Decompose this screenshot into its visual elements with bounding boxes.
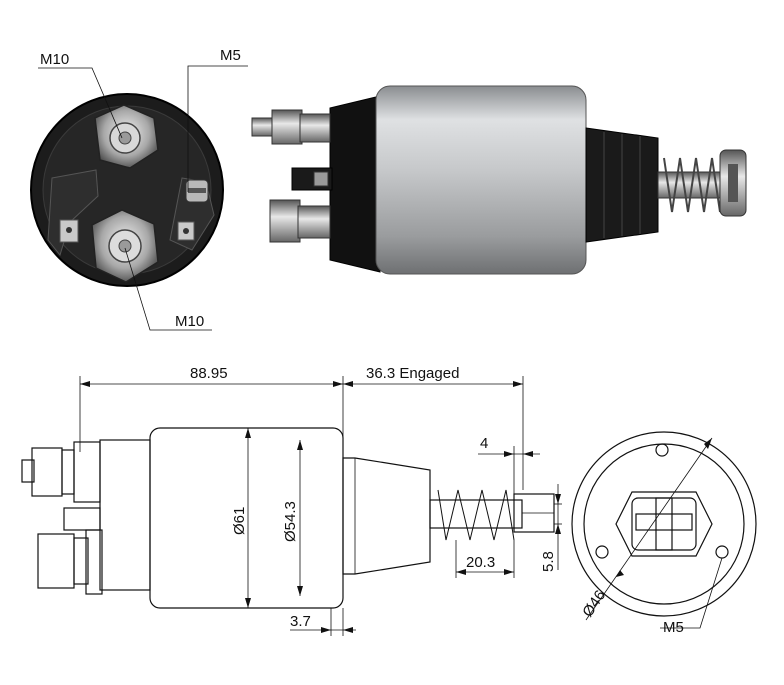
dim-61-arrow-bottom — [245, 598, 251, 608]
dim-3-7-arrow-left — [321, 627, 331, 633]
middle-small-terminal-tip — [313, 171, 329, 187]
label-dim-20: 20.3 — [466, 554, 495, 571]
label-dim-5-8: 5.8 — [540, 551, 557, 572]
drawing-plunger-spring — [437, 489, 515, 541]
dim-5-8-arrow-bottom — [555, 524, 561, 534]
mount-hole-top — [655, 443, 669, 457]
label-dim-3-7: 3.7 — [290, 613, 311, 630]
dim-54-arrow-bottom — [297, 586, 303, 596]
label-dim-36: 36.3 Engaged — [366, 365, 459, 382]
label-dim-4: 4 — [480, 435, 488, 452]
spade-hole-left — [66, 227, 72, 233]
drawing-upper-base — [73, 441, 101, 503]
lower-bolt-nut-2 — [297, 205, 331, 239]
drawing-upper-bolt-stud — [21, 459, 35, 483]
end-drawing-boss — [631, 497, 697, 551]
end-drawing-outer-circle — [571, 431, 757, 617]
side-view-photo — [251, 85, 747, 275]
drawing-upper-washer — [61, 449, 75, 495]
dim-46-arrow-top — [704, 438, 712, 449]
dim-61-arrow-top — [245, 428, 251, 438]
end-drawing-cross-horizontal — [635, 513, 693, 531]
plunger-eye-slot — [728, 164, 738, 202]
mount-hole-left — [595, 545, 609, 559]
drawing-middle-terminal — [63, 507, 101, 531]
leader-lower-m10 — [124, 247, 212, 331]
drawing-boot — [342, 457, 431, 575]
dim-3-7-arrow-right — [343, 627, 353, 633]
solenoid-can — [375, 85, 587, 275]
dim-5-8-arrow-top — [555, 494, 561, 504]
leader-m5-top — [187, 65, 248, 192]
dim-88-arrow-left — [80, 381, 90, 387]
dim-4-arrow-left — [504, 451, 514, 457]
drawing-upper-bolt-nut — [31, 447, 63, 497]
label-lower-m10: M10 — [175, 313, 204, 330]
lower-m10-stud-center — [118, 239, 132, 253]
end-drawing: Ø46 M5 — [571, 431, 757, 636]
drawing-terminal-cap — [99, 439, 151, 591]
dim-20-arrow-left — [456, 569, 466, 575]
m5-screw-slot — [188, 188, 206, 193]
drawing-plunger-rod — [429, 499, 523, 529]
label-m5-bottom: M5 — [663, 619, 684, 636]
dim-46-arrow-bottom — [616, 570, 624, 577]
plunger-spring — [663, 157, 721, 213]
side-drawing: 88.95 36.3 Engaged Ø61 Ø54.3 — [21, 365, 562, 636]
upper-bolt-nut — [271, 109, 303, 145]
lower-bolt-nut — [269, 199, 301, 243]
label-upper-m10: M10 — [40, 51, 69, 68]
dim-54-arrow-top — [297, 440, 303, 450]
end-drawing-cross-vertical — [655, 497, 673, 551]
label-dim-54: Ø54.3 — [282, 501, 299, 542]
end-drawing-hexagon — [615, 491, 713, 557]
end-view-photo: M10 M5 M10 — [30, 47, 248, 331]
end-drawing-inner-circle — [583, 443, 745, 605]
upper-bolt-nut-2 — [299, 113, 331, 143]
dim-88-arrow-right — [333, 381, 343, 387]
leader-upper-m10 — [38, 67, 123, 139]
dim-36-arrow-left — [343, 381, 353, 387]
drawing-lower-washer — [73, 537, 89, 585]
dim-36-arrow-right — [513, 381, 523, 387]
label-dim-46: Ø46 — [579, 587, 609, 620]
drawing-lower-bolt-nut — [37, 533, 75, 589]
mount-hole-right — [715, 545, 729, 559]
label-m5-top: M5 — [220, 47, 241, 64]
drawing-lower-base — [85, 529, 103, 595]
terminal-cap — [329, 95, 381, 273]
leader-m5-bottom — [660, 557, 723, 629]
dim-46-line — [585, 437, 713, 621]
dim-4-arrow-right — [523, 451, 533, 457]
spade-hole-right — [183, 228, 189, 234]
upper-m10-stud-center — [118, 131, 132, 145]
dim-20-arrow-right — [504, 569, 514, 575]
label-dim-61: Ø61 — [231, 507, 248, 535]
label-dim-88: 88.95 — [190, 365, 228, 382]
